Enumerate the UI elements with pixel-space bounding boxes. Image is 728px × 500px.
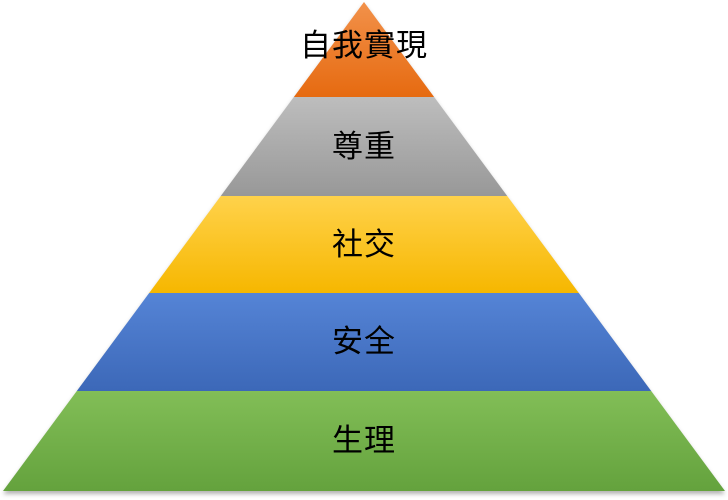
pyramid-level-3-social (149, 196, 579, 293)
pyramid-level-5-physiological (3, 391, 725, 491)
pyramid-level-2-label: 尊重 (332, 129, 396, 165)
pyramid-level-2-esteem (220, 97, 508, 196)
pyramid-level-3-label: 社交 (332, 227, 396, 263)
pyramid-level-1-label: 自我實現 (300, 28, 428, 64)
pyramid-level-5-label: 生理 (332, 423, 396, 459)
pyramid-level-1-self-actualization (293, 2, 435, 97)
pyramid-shape (3, 2, 725, 491)
pyramid-level-4-label: 安全 (332, 324, 396, 360)
pyramid-level-4-safety (76, 293, 652, 391)
